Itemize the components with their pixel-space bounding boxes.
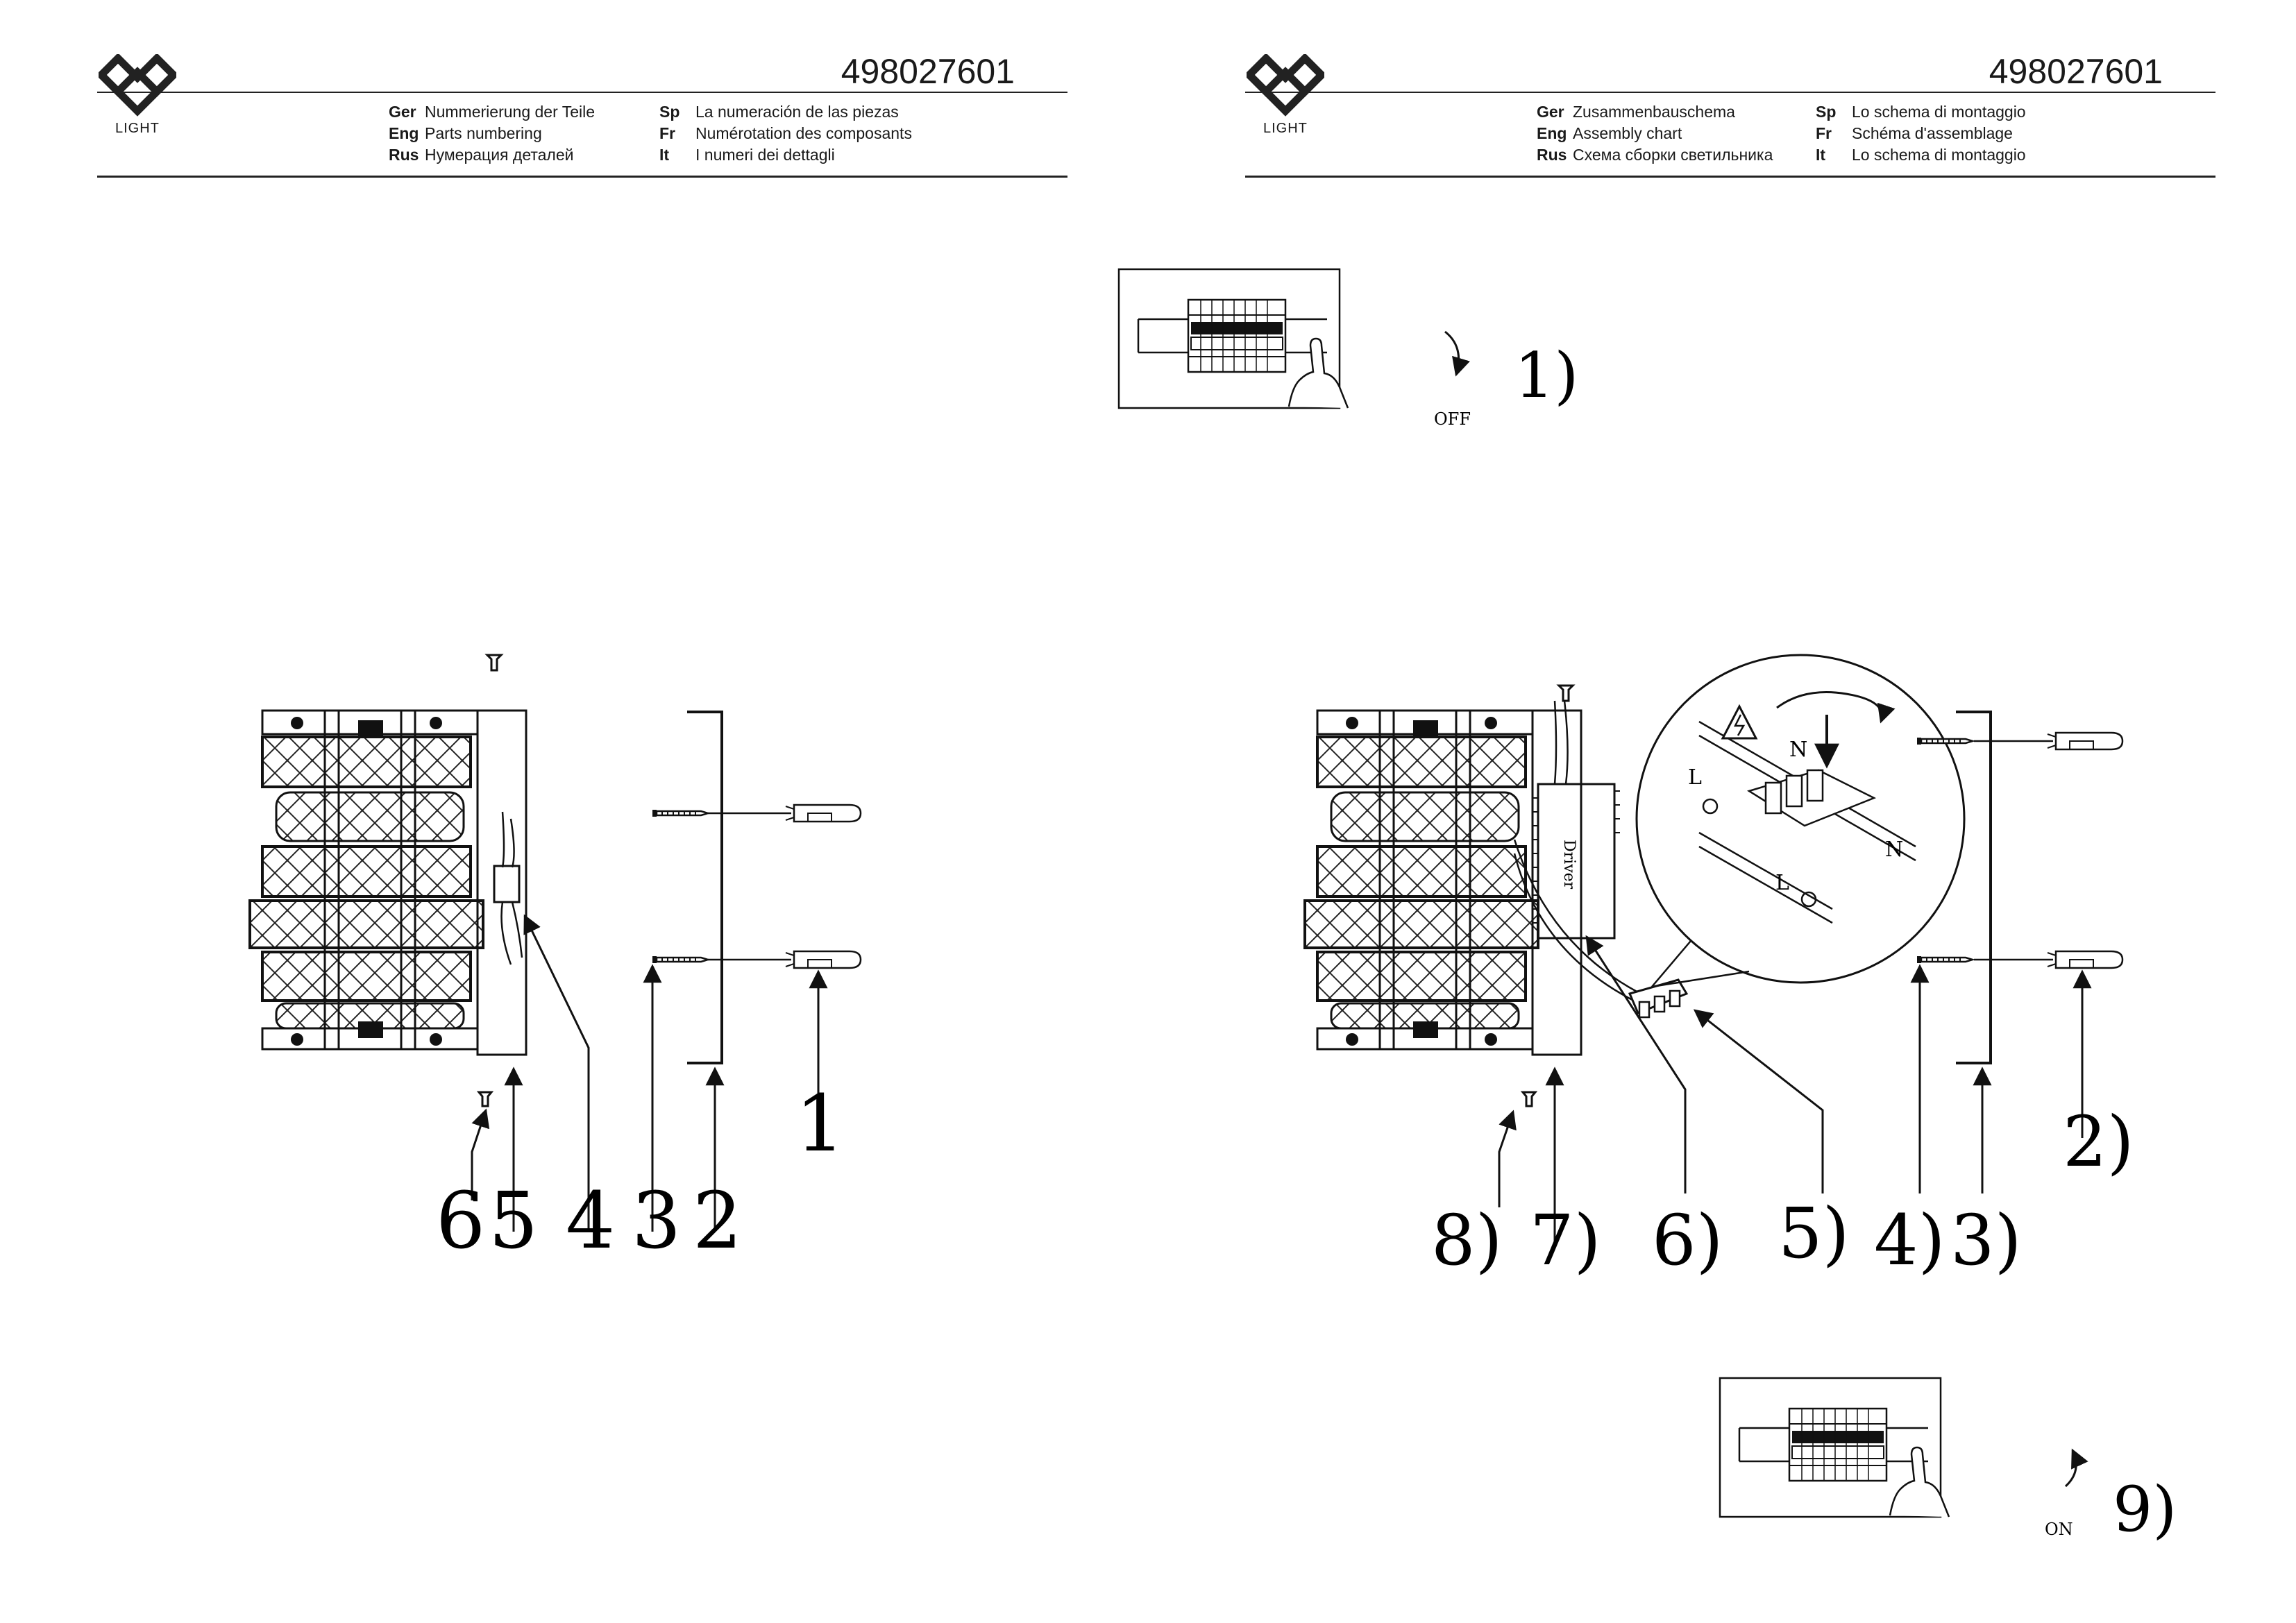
terminal-block	[1628, 978, 1689, 1019]
step-2-label: 2)	[2063, 1101, 2134, 1182]
lang-text: La numeración de las piezas	[695, 103, 899, 121]
brand-logo: LIGHT	[96, 54, 179, 137]
mounting-bracket	[687, 711, 723, 1064]
lang-text: Nummerierung der Teile	[425, 103, 596, 121]
document-number: 498027601	[841, 52, 1015, 91]
parts-numbering-drawing: 6 5 4 3 2 1	[248, 654, 862, 1266]
driver-box	[1537, 783, 1616, 940]
step-7-label: 7)	[1530, 1200, 1601, 1281]
mounting-bracket	[1956, 711, 1992, 1064]
document-number: 498027601	[1989, 52, 2163, 91]
breaker-off-panel: OFF	[1117, 268, 1471, 429]
part-label-3: 3	[632, 1176, 681, 1266]
lang-text: I numeri dei dettagli	[695, 146, 835, 164]
lang-code: Rus	[1537, 146, 1567, 164]
wire-label-l: L	[1688, 765, 1702, 790]
logo-text: LIGHT	[115, 121, 160, 136]
cap-screw-icon	[476, 1091, 494, 1107]
header-rule-bottom	[1245, 176, 2215, 178]
right-page: LIGHT 498027601 Ger Zusammenbauschema Eng…	[1148, 0, 2296, 1623]
lang-code: Sp	[659, 103, 680, 121]
driver-label: Driver	[1560, 840, 1578, 890]
header-rule-bottom	[97, 176, 1067, 178]
header-rule-top	[97, 92, 1067, 93]
ground-icon	[1800, 891, 1817, 908]
header-languages-col2: Sp Lo schema di montaggio Fr Schéma d'asse…	[1816, 101, 2026, 166]
backplate	[476, 709, 527, 1056]
step-6-label: 6)	[1652, 1200, 1723, 1281]
lang-text: Нумерация деталей	[425, 146, 574, 164]
wire-label-n: N	[1789, 738, 1807, 762]
header-languages-col1: Ger Zusammenbauschema Eng Assembly chart R…	[1537, 101, 1773, 166]
step-4-label: 4)	[1874, 1200, 1945, 1281]
step-5-label: 5)	[1778, 1193, 1850, 1274]
part-label-2: 2	[693, 1176, 742, 1266]
lang-code: Fr	[1816, 124, 1832, 142]
header-rule-top	[1245, 92, 2215, 93]
wiring-detail-circle: N L N L	[1635, 654, 1966, 988]
step-3-label: 3)	[1950, 1200, 2022, 1281]
lang-text: Lo schema di montaggio	[1852, 103, 2026, 121]
lang-text: Schéma d'assemblage	[1852, 124, 2013, 142]
wire-label-l: L	[1775, 871, 1789, 895]
switch-on-label: ON	[2045, 1520, 2073, 1539]
lang-code: It	[1816, 146, 1826, 164]
switch-off-label: OFF	[1434, 409, 1471, 429]
wire-label-n: N	[1885, 838, 1903, 862]
left-page: LIGHT 498027601 Ger Nummerierung der Teil…	[96, 52, 1067, 178]
lang-text: Numérotation des composants	[695, 124, 912, 142]
part-label-1: 1	[795, 1079, 845, 1169]
part-label-4: 4	[566, 1176, 615, 1266]
driver-box	[493, 865, 521, 903]
cap-screw-icon	[484, 654, 504, 672]
lang-code: Rus	[389, 146, 419, 164]
lang-code: Ger	[389, 103, 416, 121]
brand-logo-icon	[99, 54, 176, 117]
lang-text: Lo schema di montaggio	[1852, 146, 2026, 164]
lang-text: Parts numbering	[425, 124, 542, 142]
ground-icon	[1702, 798, 1719, 815]
lang-code: Ger	[1537, 103, 1564, 121]
lang-text: Assembly chart	[1573, 124, 1682, 142]
header-languages-col2: Sp La numeración de las piezas Fr Numérota…	[659, 101, 912, 166]
lang-code: Sp	[1816, 103, 1837, 121]
lang-code: Fr	[659, 124, 675, 142]
warning-icon	[1721, 704, 1758, 740]
breaker-on-panel: ON	[1719, 1377, 2088, 1539]
step-8-label: 8)	[1431, 1200, 1503, 1281]
step-1-label: 1)	[1514, 339, 1578, 412]
brand-logo: LIGHT	[1244, 54, 1327, 137]
cap-screw-icon	[1556, 684, 1576, 702]
part-label-5: 5	[489, 1176, 538, 1266]
brand-logo-icon	[1247, 54, 1324, 117]
logo-text: LIGHT	[1263, 121, 1308, 136]
cap-screw-icon	[1520, 1091, 1538, 1107]
assembly-chart-drawing: OFF 1) Driver	[1117, 268, 2177, 1546]
lang-code: Eng	[1537, 124, 1567, 142]
lang-code: It	[659, 146, 670, 164]
step-9-label: 9)	[2113, 1473, 2177, 1546]
header-languages-col1: Ger Nummerierung der Teile Eng Parts numbe…	[389, 101, 595, 166]
lang-text: Zusammenbauschema	[1573, 103, 1735, 121]
lang-text: Схема сборки светильника	[1573, 146, 1773, 164]
part-label-6: 6	[436, 1176, 485, 1266]
lang-code: Eng	[389, 124, 419, 142]
